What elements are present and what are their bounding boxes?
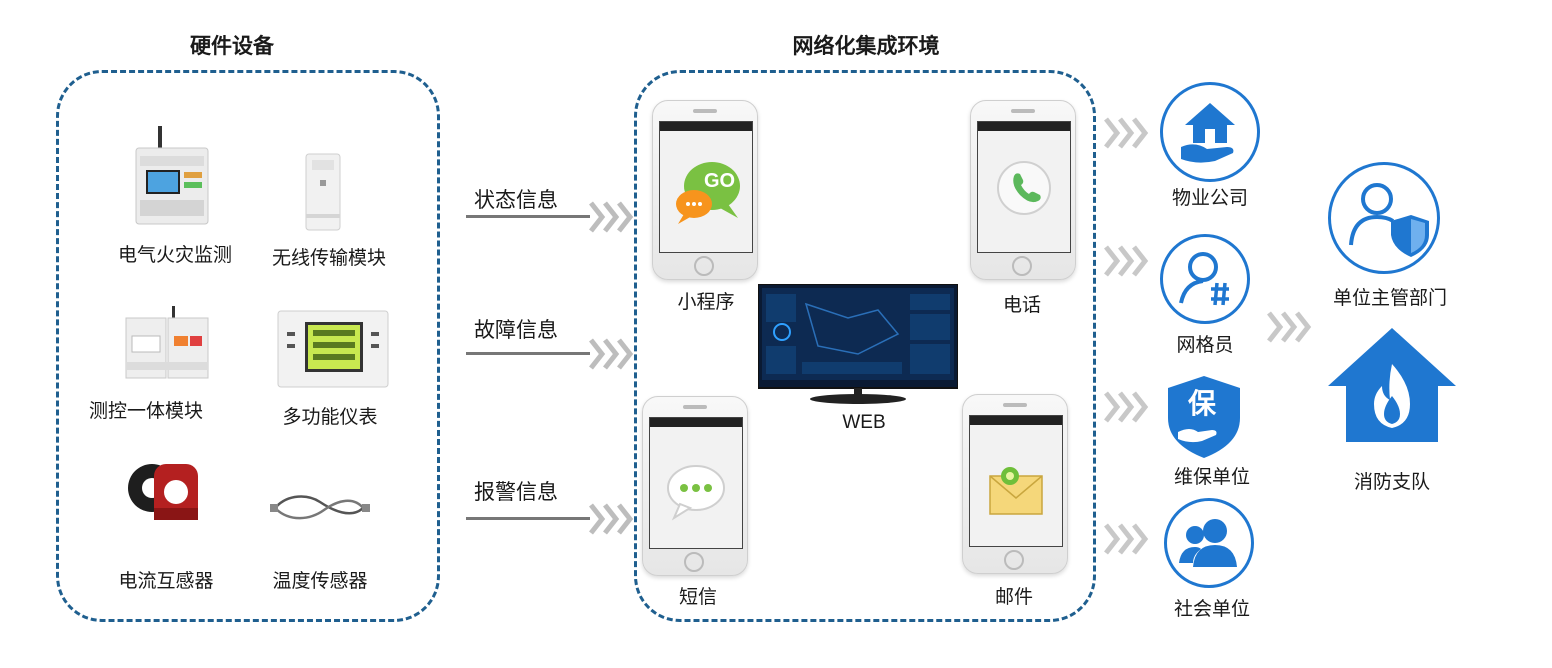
channel-label-sms: 短信 xyxy=(678,586,717,608)
social-unit-icon xyxy=(1164,498,1254,588)
temperature-sensor-image xyxy=(268,490,372,524)
device-label-temperature-sensor: 温度传感器 xyxy=(272,570,368,592)
flow-line-fault-info xyxy=(466,352,590,355)
phone-mini-program: GO xyxy=(652,100,758,280)
network-group-title: 网络化集成环境 xyxy=(792,34,940,58)
web-monitor-image xyxy=(758,284,958,406)
recipient-label-grid-member: 网格员 xyxy=(1176,334,1234,356)
device-label-current-transformer: 电流互感器 xyxy=(118,570,214,592)
device-label-electrical-fire-monitor: 电气火灾监测 xyxy=(117,244,232,266)
authority-label-fire-brigade: 消防支队 xyxy=(1353,471,1430,493)
recipient-label-social-unit: 社会单位 xyxy=(1173,598,1250,620)
authority-label-supervising-department: 单位主管部门 xyxy=(1332,287,1447,309)
chevron-to-maintenance-icon xyxy=(1103,390,1149,424)
maintenance-char: 保 xyxy=(1188,387,1217,420)
flow-label-fault-info: 故障信息 xyxy=(474,318,558,342)
chevron-to-property-icon xyxy=(1103,116,1149,150)
flow-line-status-info xyxy=(466,215,590,218)
device-label-wireless-module: 无线传输模块 xyxy=(271,247,386,269)
phone-call xyxy=(970,100,1076,280)
hardware-group-box xyxy=(56,70,440,622)
recipient-label-maintenance-unit: 维保单位 xyxy=(1173,466,1250,488)
channel-label-mini-program: 小程序 xyxy=(677,291,735,313)
maintenance-unit-icon: 保 xyxy=(1164,374,1244,460)
current-transformer-image xyxy=(124,458,200,524)
network-group-box xyxy=(634,70,1096,622)
channel-label-phone: 电话 xyxy=(1002,294,1041,316)
grid-member-icon xyxy=(1160,234,1250,324)
channel-label-email: 邮件 xyxy=(994,586,1033,608)
measure-control-module-image xyxy=(124,306,210,384)
chevron-to-authorities-icon xyxy=(1266,310,1312,344)
chat-app-badge: GO xyxy=(704,170,736,192)
device-label-multifunction-meter: 多功能仪表 xyxy=(282,406,378,428)
flow-line-alarm-info xyxy=(466,517,590,520)
wireless-module-image xyxy=(300,150,346,234)
phone-sms xyxy=(642,396,748,576)
chat-app-icon xyxy=(676,162,740,224)
flow-label-alarm-info: 报警信息 xyxy=(474,480,558,504)
sms-icon xyxy=(667,465,725,521)
hardware-group-title: 硬件设备 xyxy=(190,34,274,58)
chevron-to-grid-member-icon xyxy=(1103,244,1149,278)
supervising-department-icon xyxy=(1328,162,1440,274)
chevron-alarm-icon xyxy=(588,502,634,536)
device-label-measure-control-module: 测控一体模块 xyxy=(88,400,203,422)
chevron-status-icon xyxy=(588,200,634,234)
phone-email xyxy=(962,394,1068,574)
channel-label-web: WEB xyxy=(842,412,886,433)
recipient-label-property-company: 物业公司 xyxy=(1171,187,1248,209)
chevron-fault-icon xyxy=(588,337,634,371)
multifunction-meter-image xyxy=(277,310,389,388)
chevron-to-social-unit-icon xyxy=(1103,522,1149,556)
fire-brigade-icon xyxy=(1326,326,1458,444)
flow-label-status-info: 状态信息 xyxy=(474,188,558,212)
electrical-fire-monitor-image xyxy=(132,126,212,226)
phone-icon xyxy=(997,161,1051,215)
property-company-icon xyxy=(1160,82,1260,182)
mail-icon xyxy=(989,467,1043,515)
